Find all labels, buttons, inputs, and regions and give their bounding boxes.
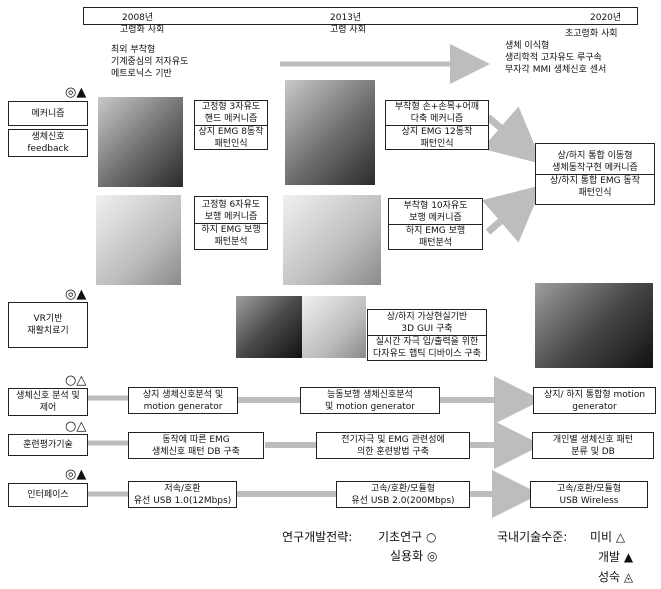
legend-level-label: 국내기술수준: bbox=[497, 530, 568, 544]
category-mechanism: 메커니즘 bbox=[8, 101, 88, 126]
legend-practical: 실용화 ◎ bbox=[390, 549, 438, 563]
arm-exoskeleton-photo bbox=[285, 80, 375, 185]
training-level-mark: ○△ bbox=[65, 419, 87, 434]
vr-hmd-user-photo bbox=[302, 296, 366, 358]
full-body-vr-photo bbox=[535, 283, 653, 368]
mechanism-level-mark: ◎▲ bbox=[65, 85, 87, 100]
lower-limb-robot-photo bbox=[96, 195, 181, 285]
society-2013: 고령 사회 bbox=[330, 25, 366, 35]
year-2020: 2020년 bbox=[590, 13, 622, 23]
mech-arrow-upper bbox=[481, 106, 543, 165]
legend-basic-research: 기초연구 ○ bbox=[378, 530, 437, 544]
legend-strategy-label: 연구개발전략: bbox=[282, 530, 353, 544]
category-training-eval: 훈련평가기술 bbox=[8, 434, 88, 456]
category-interface: 인터페이스 bbox=[8, 483, 88, 507]
legend-developing: 개발 ▲ bbox=[598, 550, 634, 564]
vr-level-mark: ◎▲ bbox=[65, 287, 87, 302]
society-2020: 초고령화 사회 bbox=[565, 29, 618, 39]
legend-insufficient: 미비 △ bbox=[590, 530, 626, 544]
vr-headset-photo bbox=[236, 296, 302, 358]
mech-arrow-lower bbox=[481, 184, 543, 243]
year-2013: 2013년 bbox=[330, 13, 362, 23]
bio-analysis-level-mark: ○△ bbox=[65, 373, 87, 388]
society-2008: 고령화 사회 bbox=[120, 25, 165, 35]
legend-mature: 성숙 ◬ bbox=[598, 570, 634, 584]
timeline-bar bbox=[83, 7, 638, 25]
year-2008: 2008년 bbox=[122, 13, 154, 23]
upper-limb-robot-photo bbox=[98, 97, 183, 187]
interface-level-mark: ◎▲ bbox=[65, 467, 87, 482]
gait-trainer-photo bbox=[283, 195, 381, 285]
